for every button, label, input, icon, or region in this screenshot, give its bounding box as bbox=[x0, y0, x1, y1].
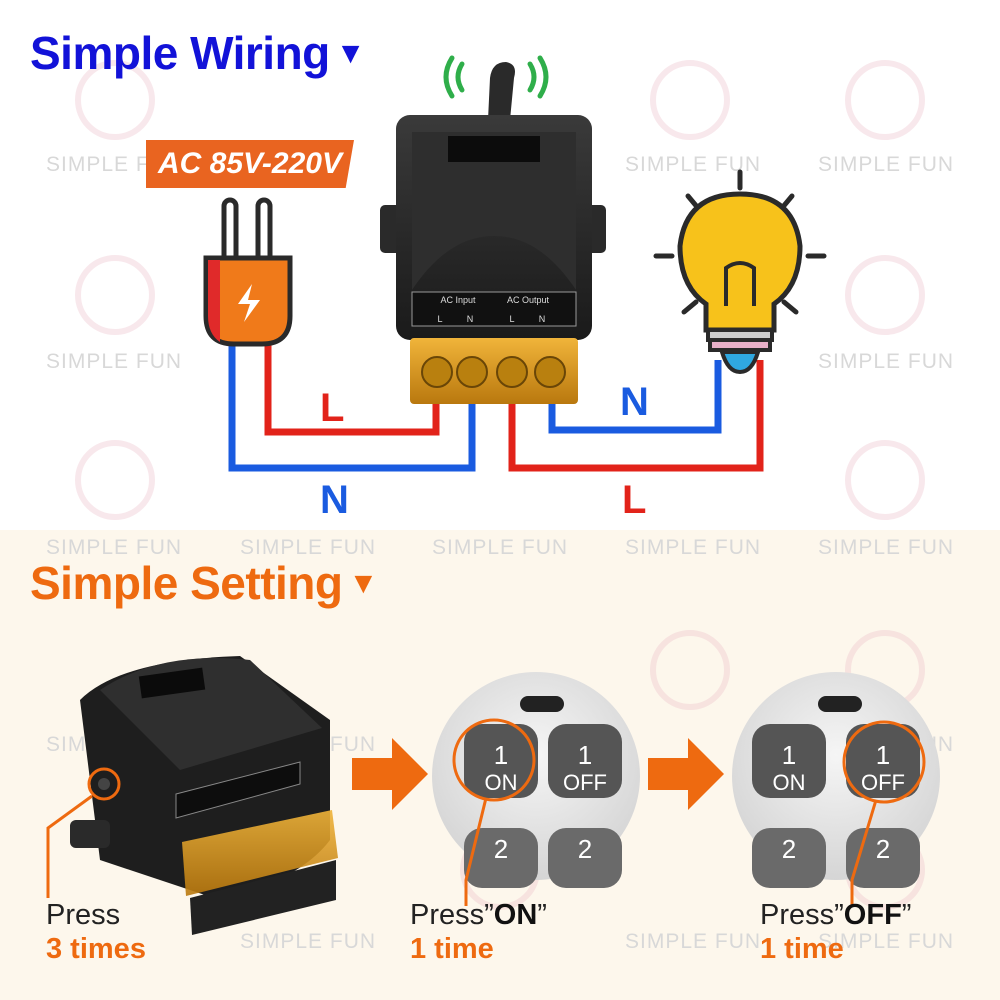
step-1-count: 3 times bbox=[46, 933, 146, 965]
step-3-emphasis: OFF bbox=[843, 899, 902, 931]
watermark-text: SIMPLE FUN bbox=[818, 536, 955, 559]
step-1-text: Press bbox=[46, 899, 121, 931]
voltage-badge: AC 85V-220V bbox=[146, 140, 354, 188]
key-number-2: 2 bbox=[578, 834, 592, 864]
step-3-count: 1 time bbox=[760, 933, 844, 965]
wiring-section-title: Simple Wiring▼ bbox=[30, 26, 365, 80]
key-number: 1 bbox=[782, 740, 796, 770]
terminal-l-label: L bbox=[437, 314, 442, 324]
step-2-prefix: Press” bbox=[410, 899, 494, 931]
key-off-label: OFF bbox=[861, 770, 905, 795]
step-1-caption: Press 3 times bbox=[46, 898, 146, 966]
antenna-icon bbox=[488, 62, 515, 120]
step-2-count: 1 time bbox=[410, 933, 494, 965]
terminal-screws bbox=[421, 356, 566, 388]
key-number: 1 bbox=[494, 740, 508, 770]
terminal-n-label: N bbox=[467, 314, 474, 324]
terminal-n-label: N bbox=[539, 314, 546, 324]
key-number: 1 bbox=[578, 740, 592, 770]
arrow-right-icon bbox=[648, 738, 724, 810]
key-number-2: 2 bbox=[876, 834, 890, 864]
input-live-label: L bbox=[320, 386, 345, 430]
setting-title-text: Simple Setting bbox=[30, 557, 343, 609]
watermark-text: SIMPLE FUN bbox=[625, 536, 762, 559]
triangle-down-icon: ▼ bbox=[348, 567, 378, 600]
arrow-right-icon bbox=[352, 738, 428, 810]
wiring-title-text: Simple Wiring bbox=[30, 27, 330, 79]
lightning-icon bbox=[238, 284, 260, 322]
step-3-suffix: ” bbox=[901, 899, 912, 931]
setting-section-title: Simple Setting▼ bbox=[30, 556, 378, 610]
input-neutral-wire bbox=[228, 340, 476, 472]
terminal-l-label: L bbox=[509, 314, 514, 324]
watermark-logo bbox=[845, 255, 925, 335]
off-key-highlight bbox=[842, 720, 926, 804]
watermark-text: SIMPLE FUN bbox=[625, 930, 762, 953]
watermark-text: SIMPLE FUN bbox=[46, 350, 183, 373]
watermark-text: SIMPLE FUN bbox=[818, 350, 955, 373]
key-number: 1 bbox=[876, 740, 890, 770]
key-on-label: ON bbox=[485, 770, 518, 795]
watermark-text: SIMPLE FUN bbox=[625, 153, 762, 176]
watermark-logo bbox=[845, 60, 925, 140]
watermark-text: SIMPLE FUN bbox=[46, 536, 183, 559]
watermark-logo bbox=[845, 440, 925, 520]
watermark-text: SIMPLE FUN bbox=[432, 536, 569, 559]
watermark-logo bbox=[75, 60, 155, 140]
triangle-down-icon: ▼ bbox=[335, 37, 366, 70]
key-on-label: ON bbox=[773, 770, 806, 795]
wiring-lines bbox=[228, 340, 764, 472]
step-2-suffix: ” bbox=[537, 899, 547, 931]
terminal-input-label: AC Input bbox=[440, 295, 476, 305]
input-neutral-label: N bbox=[320, 478, 349, 522]
callout-line bbox=[46, 794, 93, 898]
watermark-text: SIMPLE FUN bbox=[818, 153, 955, 176]
key-off-label: OFF bbox=[563, 770, 607, 795]
receiver-device-photo bbox=[70, 656, 338, 935]
step-2-caption: Press”ON” 1 time bbox=[410, 898, 547, 966]
on-key-highlight bbox=[452, 718, 536, 802]
key-number-2: 2 bbox=[494, 834, 508, 864]
watermark-text: SIMPLE FUN bbox=[240, 930, 377, 953]
output-neutral-wire bbox=[548, 360, 722, 434]
light-bulb-icon bbox=[653, 169, 827, 375]
watermark-logo bbox=[75, 255, 155, 335]
step-3-caption: Press”OFF” 1 time bbox=[760, 898, 911, 966]
output-live-label: L bbox=[622, 478, 647, 522]
remote-closeup-off: 1 ON 1 OFF 2 2 bbox=[732, 672, 940, 888]
setup-button-highlight bbox=[87, 767, 121, 801]
output-live-wire bbox=[508, 360, 764, 472]
remote-closeup-on: 1 ON 1 OFF 2 2 bbox=[432, 672, 640, 888]
input-live-wire bbox=[264, 340, 440, 436]
power-plug-icon bbox=[203, 197, 293, 347]
callout-line bbox=[850, 799, 878, 906]
step-2-emphasis: ON bbox=[493, 899, 538, 931]
watermark-logo bbox=[650, 60, 730, 140]
watermark-logo bbox=[75, 440, 155, 520]
output-neutral-label: N bbox=[620, 380, 649, 424]
signal-waves-icon bbox=[443, 55, 549, 99]
watermark-text: SIMPLE FUN bbox=[818, 930, 955, 953]
step-3-prefix: Press” bbox=[760, 899, 844, 931]
watermark-text: SIMPLE FUN bbox=[240, 536, 377, 559]
watermark-logo bbox=[650, 630, 730, 710]
terminal-output-label: AC Output bbox=[507, 295, 550, 305]
callout-line bbox=[464, 797, 488, 906]
receiver-module: AC Input AC Output L N L N bbox=[380, 115, 606, 404]
key-number-2: 2 bbox=[782, 834, 796, 864]
